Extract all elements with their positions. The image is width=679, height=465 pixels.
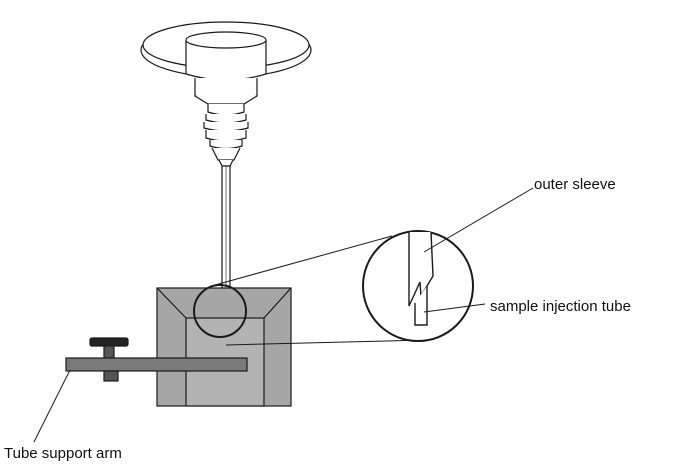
sample-injection-tube-shape [414,286,428,326]
leader-injection-tube [423,303,486,313]
probe-head [140,21,312,167]
tube-support-arm [65,337,248,382]
detail-circle-large [362,230,474,342]
leader-outer-sleeve [423,187,534,253]
detail-circle-small [193,284,247,338]
tube-holder-block [156,287,292,407]
label-tube-support-arm: Tube support arm [4,445,122,462]
probe-fitting [207,104,245,116]
callout-line-bottom [225,339,429,346]
label-sample-injection-tube: sample injection tube [490,298,631,315]
arm-bar [65,357,248,372]
leader-support-arm [33,369,71,443]
arm-knob [89,337,129,347]
probe-cone [211,147,241,161]
callout-line-top [214,235,393,286]
label-outer-sleeve: outer sleeve [534,176,616,193]
